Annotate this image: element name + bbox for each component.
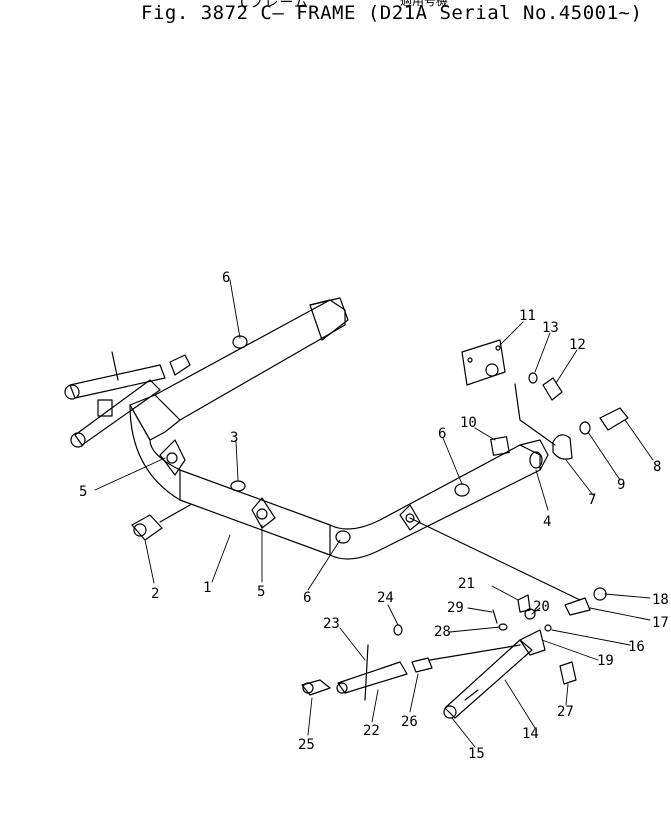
callout-label: 6 — [303, 590, 311, 606]
callout-label: 14 — [522, 726, 539, 742]
part-12-bolt — [542, 377, 563, 401]
part-22-rod — [337, 661, 408, 694]
part-9-washer — [579, 421, 591, 435]
callout-label: 15 — [468, 746, 485, 762]
callout-label: 12 — [569, 337, 586, 353]
frame-lower-beam — [129, 404, 541, 560]
callout-label: 7 — [588, 492, 596, 508]
mount-boss-5-center — [251, 497, 276, 529]
callout-label: 10 — [460, 415, 477, 431]
mount-boss-5-left — [159, 439, 186, 476]
part-14-link-rod — [444, 639, 533, 719]
left-cylinder-upper — [69, 364, 166, 399]
part-19-bracket — [519, 629, 546, 656]
callout-label: 5 — [79, 484, 87, 500]
right-end-bracket — [519, 439, 549, 471]
callout-label: 8 — [653, 459, 661, 475]
callout-label: 20 — [533, 599, 550, 615]
part-21-bracket — [517, 594, 531, 613]
part-8-bolt — [599, 407, 629, 431]
callout-label: 29 — [447, 600, 464, 616]
callout-label: 16 — [628, 639, 645, 655]
callout-label: 18 — [652, 592, 669, 608]
japanese-subtitle: Cフレーム — [240, 0, 310, 11]
upper-arm-end-plate — [309, 297, 349, 341]
mount-boss-6-right — [454, 483, 470, 497]
part-10-block — [490, 436, 510, 456]
mount-boss-6-center — [335, 530, 351, 544]
callout-label: 3 — [230, 430, 238, 446]
part-23-bolt — [364, 644, 369, 701]
callout-label: 23 — [323, 616, 340, 632]
part-26-fitting — [411, 657, 433, 673]
figure-title: Fig. 3872 C– FRAME (D21A Serial No.45001… — [141, 2, 643, 24]
callout-label: 9 — [617, 477, 625, 493]
callout-label: 1 — [203, 580, 211, 596]
callout-label: 17 — [652, 615, 669, 631]
callout-label: 27 — [557, 704, 574, 720]
callout-label: 24 — [377, 590, 394, 606]
callout-label: 25 — [298, 737, 315, 753]
mount-bracket-lower-right — [399, 504, 421, 531]
callout-label: 22 — [363, 723, 380, 739]
callout-label: 21 — [458, 576, 475, 592]
callout-label: 6 — [438, 426, 446, 442]
callout-label: 11 — [519, 308, 536, 324]
part-27-bolt — [559, 661, 577, 685]
callout-label: 28 — [434, 624, 451, 640]
part-16-pin — [544, 624, 552, 632]
callout-label: 4 — [543, 514, 551, 530]
part-2-stud — [131, 504, 191, 541]
left-cylinder-lower — [74, 379, 161, 446]
callout-label: 26 — [401, 714, 418, 730]
part-11-plate — [461, 339, 506, 386]
part-3-washer — [230, 480, 246, 492]
callout-label: 6 — [222, 270, 230, 286]
callout-label: 19 — [597, 653, 614, 669]
frame-upper-arm — [129, 299, 346, 441]
part-17-shaft — [564, 597, 591, 616]
callout-label: 5 — [257, 584, 265, 600]
part-18-washer — [593, 587, 607, 601]
part-13-washer — [528, 372, 538, 384]
part-7-clamp — [552, 434, 573, 460]
part-25-rod-end — [301, 679, 331, 696]
callout-label: 2 — [151, 586, 159, 602]
part-24-nut — [393, 624, 403, 636]
callout-label: 13 — [542, 320, 559, 336]
japanese-serial-note: 適用号機 — [400, 0, 449, 8]
